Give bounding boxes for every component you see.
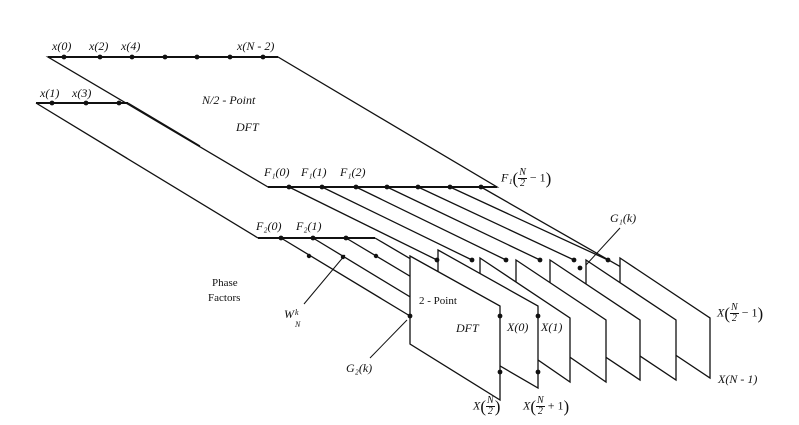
butterfly-title: 2 - Point	[419, 295, 457, 307]
xlast-prefix: X	[717, 305, 725, 320]
input-dot	[61, 54, 67, 60]
f1-1-label: F₁(1)	[301, 165, 327, 179]
input-x3: x(3)	[72, 86, 92, 100]
panel-dots	[407, 257, 611, 375]
input-dot	[116, 100, 122, 106]
xlast-den: 2	[731, 313, 737, 324]
g1-pointer	[585, 227, 621, 266]
input-dot	[83, 100, 89, 106]
g1-label: G₁(k)	[610, 211, 637, 225]
xn2-prefix: X	[473, 398, 481, 413]
odd-block-left-edge	[35, 102, 259, 239]
xn2-num: N	[486, 395, 495, 407]
odd-block-right-edge	[127, 102, 201, 147]
xn21-num: N	[536, 395, 545, 407]
input-dot	[194, 54, 200, 60]
xn2-den: 2	[487, 406, 493, 417]
twiddle-base: W	[284, 307, 294, 321]
input-x4: x(4)	[121, 39, 141, 53]
xn21-suffix: + 1	[547, 398, 564, 413]
twiddle-sub: N	[295, 320, 301, 329]
even-input-dots	[61, 54, 266, 60]
xlast-suffix: − 1	[741, 305, 758, 320]
butterfly-subtitle: DFT	[456, 321, 479, 335]
xn21-prefix: X	[523, 398, 531, 413]
input-dot	[162, 54, 168, 60]
output-x0: X(0)	[507, 320, 529, 334]
f1-2-label: F₁(2)	[340, 165, 366, 179]
f1-to-panel-lines	[288, 186, 711, 319]
input-x0: x(0)	[52, 39, 72, 53]
f1-last-num: N	[518, 167, 527, 179]
butterfly-panels	[409, 248, 711, 402]
top-dft-subtitle: DFT	[236, 120, 259, 134]
input-x1: x(1)	[40, 86, 60, 100]
input-x2: x(2)	[89, 39, 109, 53]
odd-input-dots	[49, 100, 122, 106]
input-dot	[49, 100, 55, 106]
top-dft-title: N/2 - Point	[202, 93, 256, 107]
f1-last-den: 2	[520, 178, 526, 189]
input-dot	[227, 54, 233, 60]
phase-factors-line2: Factors	[208, 292, 241, 304]
input-dot	[97, 54, 103, 60]
twiddle-pointer	[303, 254, 346, 305]
f2-0-label: F₂(0)	[256, 219, 282, 233]
input-dot	[129, 54, 135, 60]
input-xn-2: x(N - 2)	[237, 39, 275, 53]
f1-last-prefix: F₁	[501, 170, 513, 185]
g2-pointer	[369, 319, 408, 359]
f2-1-label: F₂(1)	[296, 219, 322, 233]
xlast-num: N	[730, 302, 739, 314]
g2-label: G₂(k)	[346, 361, 373, 375]
input-dot	[260, 54, 266, 60]
output-xn-1: X(N - 1)	[718, 372, 758, 386]
f1-last-suffix: − 1	[529, 170, 546, 185]
xn21-den: 2	[537, 406, 543, 417]
output-x1: X(1)	[541, 320, 563, 334]
twiddle-sup: k	[295, 308, 299, 317]
phase-factors-line1: Phase	[212, 277, 238, 289]
f1-0-label: F₁(0)	[264, 165, 290, 179]
